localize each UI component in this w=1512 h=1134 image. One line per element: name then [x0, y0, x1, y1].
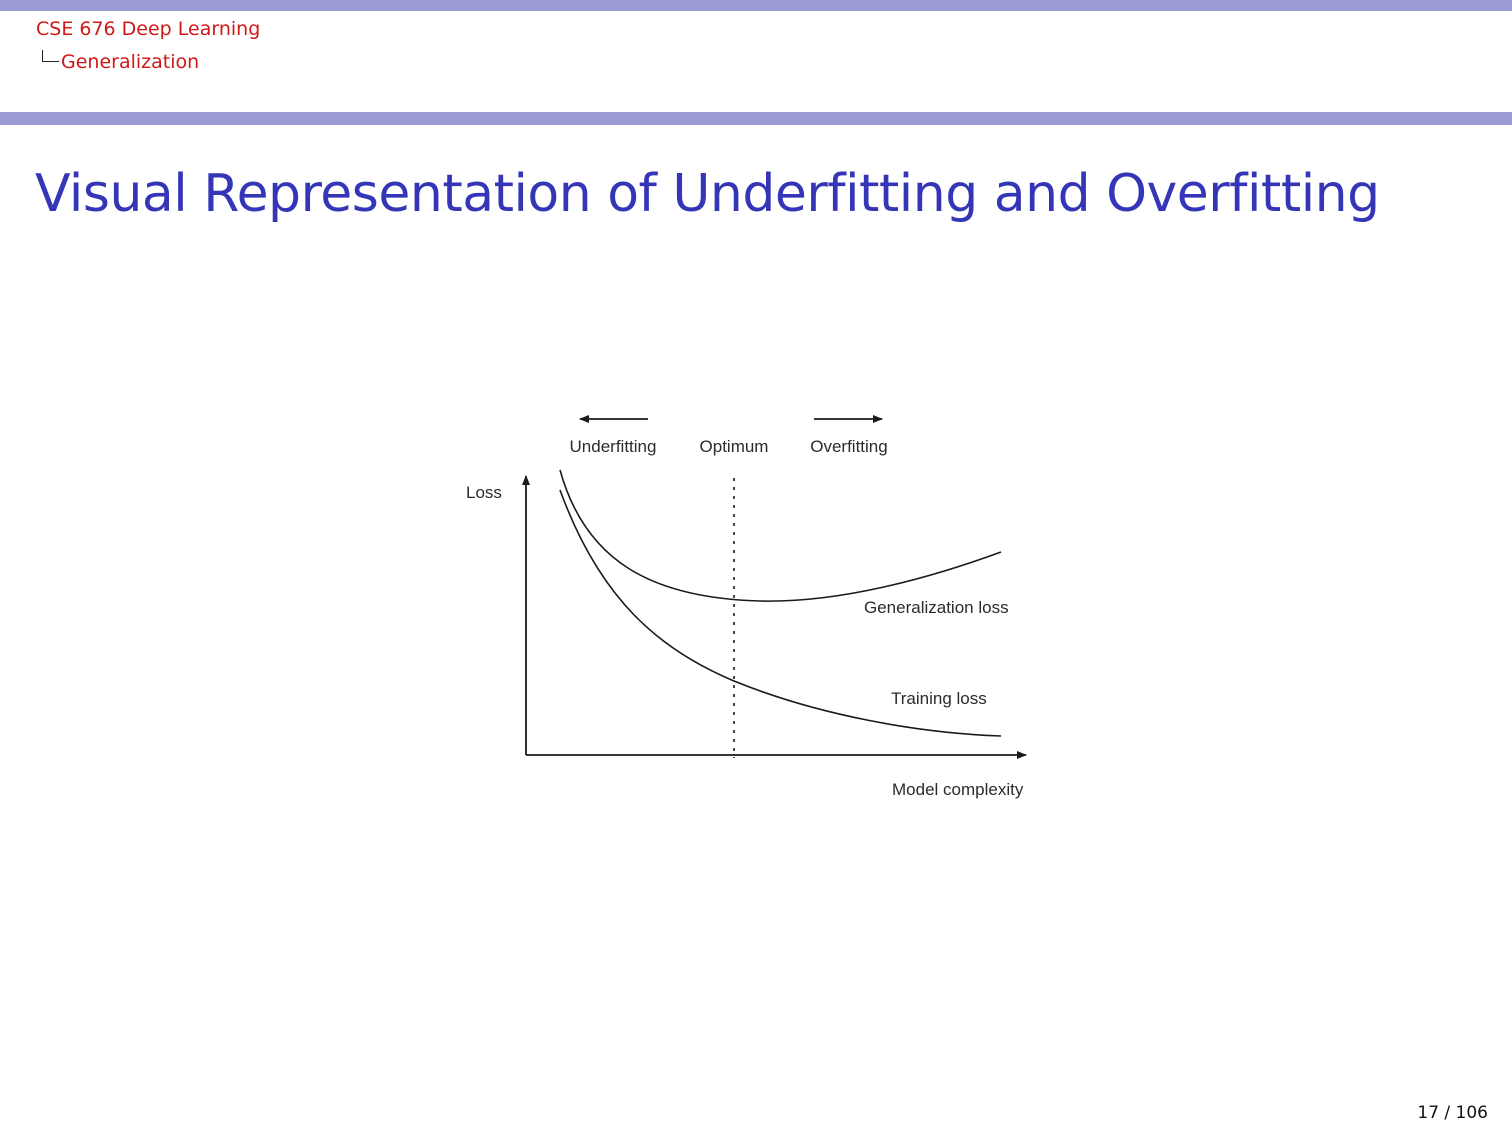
- y-axis-label: Loss: [466, 483, 502, 502]
- training-loss-curve: [559, 489, 1002, 737]
- optimum-label: Optimum: [700, 437, 769, 456]
- page-number: 17 / 106: [1417, 1103, 1488, 1123]
- tree-connector-icon: [42, 50, 59, 62]
- overfitting-label: Overfitting: [810, 437, 887, 456]
- generalization-loss-label: Generalization loss: [864, 598, 1009, 617]
- underfitting-label: Underfitting: [570, 437, 657, 456]
- course-title: CSE 676 Deep Learning: [36, 18, 261, 40]
- section-title: Generalization: [61, 51, 200, 73]
- header-divider-bar: [0, 112, 1512, 125]
- generalization-loss-curve: [559, 469, 1002, 602]
- top-accent-bar: [0, 0, 1512, 11]
- x-axis-label: Model complexity: [892, 780, 1024, 799]
- training-loss-label: Training loss: [891, 689, 987, 708]
- slide-title: Visual Representation of Underfitting an…: [35, 164, 1380, 224]
